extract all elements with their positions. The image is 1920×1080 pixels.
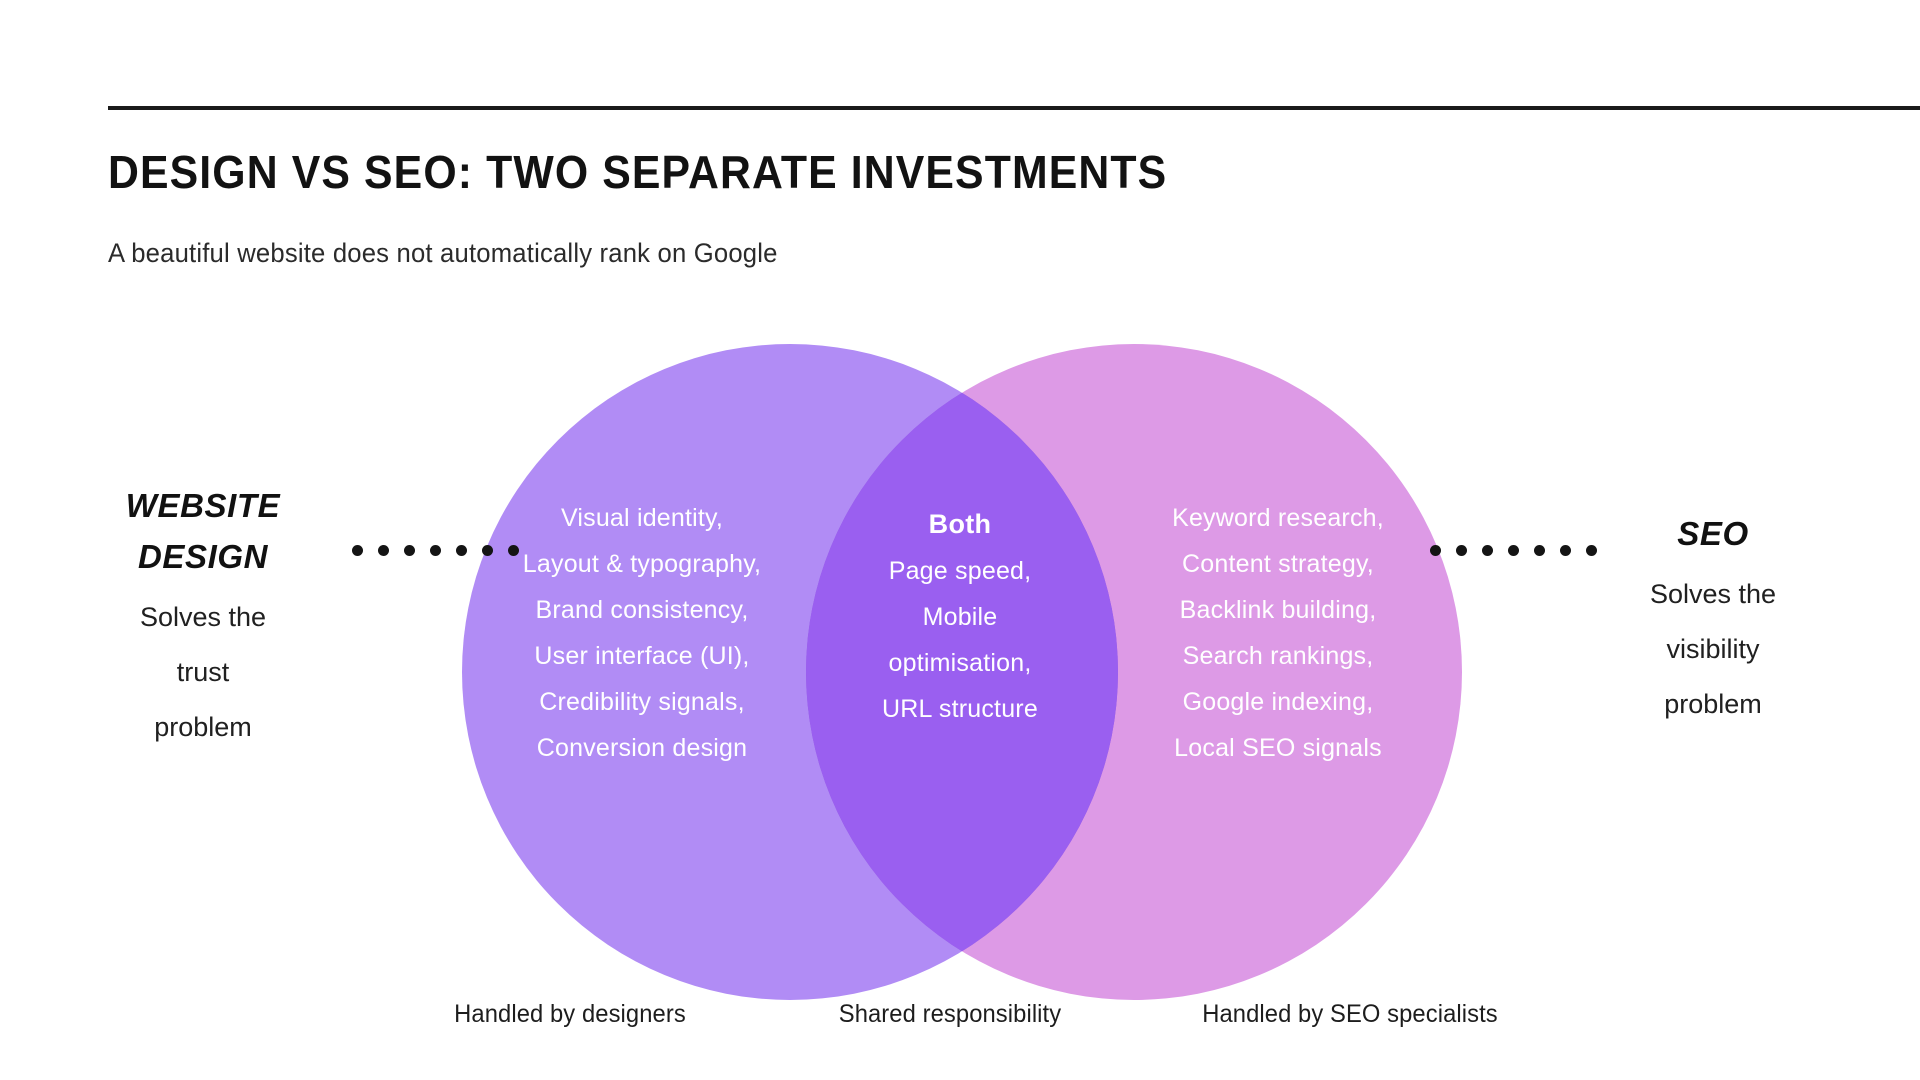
- caption-shared: Shared responsibility: [838, 1000, 1062, 1028]
- connector-dot-left-6: [482, 544, 493, 556]
- connector-dots-left: [352, 544, 519, 556]
- connector-dot-left-3: [404, 544, 415, 556]
- connector-dot-right-5: [1534, 544, 1545, 556]
- venn-center-heading: Both: [928, 509, 992, 539]
- connector-dot-left-5: [456, 544, 467, 556]
- caption-designers: Handled by designers: [454, 1000, 686, 1028]
- seo-title-line-1: SEO: [1677, 515, 1749, 552]
- venn-right-item-5: Google indexing,: [1182, 688, 1374, 716]
- connector-dot-right-2: [1456, 544, 1467, 556]
- seo-desc-line-3: problem: [1664, 689, 1762, 719]
- caption-row: Handled by designers Shared responsibili…: [0, 1000, 1920, 1040]
- design-desc-line-1: Solves the: [139, 602, 267, 632]
- page-subtitle: A beautiful website does not automatical…: [108, 238, 778, 268]
- venn-left-item-3: Brand consistency,: [535, 596, 749, 624]
- connector-dot-right-6: [1560, 544, 1571, 556]
- venn-left-item-1: Visual identity,: [560, 504, 724, 532]
- side-label-seo-title: SEO: [1548, 508, 1878, 559]
- venn-right-item-1: Keyword research,: [1172, 504, 1384, 532]
- side-label-seo-description: Solves the visibility problem: [1548, 567, 1878, 732]
- connector-dot-left-4: [430, 544, 441, 556]
- venn-right-item-2: Content strategy,: [1182, 550, 1374, 578]
- connector-dot-left-1: [352, 544, 363, 556]
- design-title-line-1: WEBSITE: [125, 487, 281, 524]
- venn-left-item-list: Visual identity, Layout & typography, Bran…: [497, 495, 787, 771]
- venn-right-item-3: Backlink building,: [1179, 596, 1377, 624]
- venn-center-item-4: URL structure: [882, 695, 1038, 723]
- side-label-seo: SEO Solves the visibility problem: [1548, 508, 1878, 732]
- design-desc-line-2: trust: [176, 657, 230, 687]
- venn-left-item-6: Conversion design: [536, 734, 748, 762]
- venn-center-item-3: optimisation,: [888, 649, 1032, 677]
- caption-seo-specialists: Handled by SEO specialists: [1202, 1000, 1498, 1028]
- side-label-design-description: Solves the trust problem: [38, 590, 368, 755]
- header-divider: [108, 106, 1920, 110]
- connector-dot-right-4: [1508, 544, 1519, 556]
- venn-left-item-5: Credibility signals,: [539, 688, 745, 716]
- design-title-line-2: DESIGN: [137, 538, 269, 575]
- venn-center-item-2: Mobile: [922, 603, 998, 631]
- connector-dot-right-3: [1482, 544, 1493, 556]
- venn-left-item-4: User interface (UI),: [534, 642, 750, 670]
- venn-center-item-1: Page speed,: [888, 557, 1032, 585]
- connector-dot-right-7: [1586, 544, 1597, 556]
- side-label-design-title: WEBSITE DESIGN: [38, 480, 368, 582]
- venn-center-items: Page speed, Mobile optimisation, URL struct…: [848, 548, 1072, 732]
- venn-right-item-6: Local SEO signals: [1174, 734, 1382, 762]
- seo-desc-line-1: Solves the: [1649, 579, 1777, 609]
- side-label-website-design: WEBSITE DESIGN Solves the trust problem: [38, 480, 368, 755]
- venn-center-item-list: Both Page speed, Mobile optimisation, URL s…: [848, 502, 1072, 732]
- venn-left-item-2: Layout & typography,: [522, 550, 762, 578]
- seo-desc-line-2: visibility: [1666, 634, 1760, 664]
- venn-diagram: Visual identity, Layout & typography, Bran…: [0, 330, 1920, 1000]
- venn-right-item-4: Search rankings,: [1182, 642, 1374, 670]
- connector-dot-right-1: [1430, 544, 1441, 556]
- connector-dot-left-2: [378, 544, 389, 556]
- page-title: DESIGN VS SEO: TWO SEPARATE INVESTMENTS: [108, 146, 1168, 198]
- connector-dots-right: [1430, 544, 1597, 556]
- design-desc-line-3: problem: [154, 712, 252, 742]
- venn-right-item-list: Keyword research, Content strategy, Backli…: [1133, 495, 1423, 771]
- connector-dot-left-7: [508, 544, 519, 556]
